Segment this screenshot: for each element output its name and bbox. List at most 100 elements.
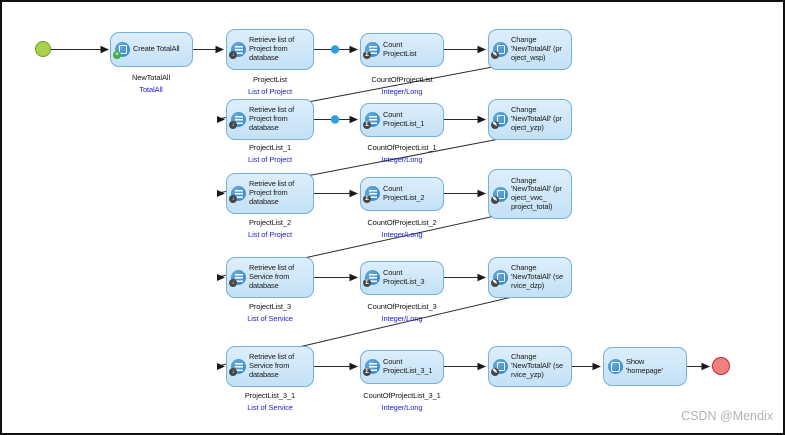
variable-name-label: ProjectList_3 bbox=[248, 302, 292, 311]
variable-type-label: Integer/Long bbox=[381, 403, 423, 412]
activity-title: Change 'NewTotalAll' (pr oject_vwc_ proj… bbox=[511, 175, 562, 211]
change-variable-icon: ✎ bbox=[491, 270, 508, 287]
pencil-badge-icon: ✎ bbox=[491, 121, 499, 129]
change-variable-icon: ✎ bbox=[491, 42, 508, 59]
sum-badge-icon: Σ bbox=[363, 121, 371, 129]
sum-badge-icon: Σ bbox=[363, 368, 371, 376]
activity-change-newtotalall[interactable]: ✎ Change 'NewTotalAll' (pr oject_wsp) bbox=[488, 29, 572, 70]
change-variable-icon: ✎ bbox=[491, 112, 508, 129]
variable-name-label: CountOfProjectList_3_1 bbox=[363, 391, 441, 400]
breakpoint-dot bbox=[330, 45, 340, 54]
start-event[interactable] bbox=[35, 41, 51, 57]
list-glyph bbox=[368, 45, 377, 54]
activity-title: Count ProjectList_3_1 bbox=[383, 356, 433, 375]
show-page-icon bbox=[608, 359, 623, 374]
variable-name-label: CountOfProjectList_2 bbox=[367, 218, 437, 227]
variable-name-label: CountOfProjectList bbox=[371, 75, 433, 84]
breakpoint-dot bbox=[330, 115, 340, 124]
activity-retrieve-projectlist[interactable]: ↓ Retrieve list of Project from database bbox=[226, 173, 314, 214]
activity-count-projectlist[interactable]: Σ Count ProjectList_3_1 bbox=[360, 349, 444, 384]
activity-title: Retrieve list of Service from database bbox=[249, 263, 295, 290]
activity-title: Change 'NewTotalAll' (se rvice_yzp) bbox=[511, 352, 563, 379]
list-glyph bbox=[234, 45, 243, 54]
sum-badge-icon: Σ bbox=[363, 279, 371, 287]
aggregate-list-icon: Σ bbox=[363, 270, 380, 287]
activity-change-newtotalall[interactable]: ✎ Change 'NewTotalAll' (se rvice_dzp) bbox=[488, 257, 572, 298]
activity-title: Count ProjectList_2 bbox=[383, 183, 425, 202]
retrieve-icon: ↓ bbox=[229, 112, 246, 129]
activity-count-projectlist[interactable]: Σ Count ProjectList_2 bbox=[360, 176, 444, 211]
variable-type-label: List of Service bbox=[247, 403, 293, 412]
list-glyph bbox=[234, 273, 243, 282]
activity-title: Retrieve list of Service from database bbox=[249, 352, 295, 379]
activity-title: Count ProjectList_1 bbox=[383, 109, 425, 128]
activity-count-projectlist[interactable]: Σ Count ProjectList bbox=[360, 32, 444, 67]
arrowhead bbox=[217, 274, 225, 281]
activity-show-homepage[interactable]: Show 'homepage' bbox=[603, 347, 687, 386]
variable-type-label: List of Service bbox=[247, 314, 293, 323]
retrieve-icon: ↓ bbox=[229, 186, 246, 203]
activity-title: Count ProjectList bbox=[383, 39, 417, 58]
download-badge-icon: ↓ bbox=[229, 368, 237, 376]
variable-type-label: Integer/Long bbox=[381, 314, 423, 323]
sum-badge-icon: Σ bbox=[363, 51, 371, 59]
variable-name-label: ProjectList_2 bbox=[248, 218, 292, 227]
watermark-text: CSDN @Mendix bbox=[681, 409, 773, 423]
activity-retrieve-projectlist[interactable]: ↓ Retrieve list of Project from database bbox=[226, 99, 314, 140]
arrowhead bbox=[217, 363, 225, 370]
download-badge-icon: ↓ bbox=[229, 51, 237, 59]
activity-retrieve-projectlist[interactable]: ↓ Retrieve list of Project from database bbox=[226, 29, 314, 70]
create-object-icon: + bbox=[113, 42, 130, 59]
list-glyph bbox=[234, 115, 243, 124]
aggregate-list-icon: Σ bbox=[363, 42, 380, 59]
activity-change-newtotalall[interactable]: ✎ Change 'NewTotalAll' (se rvice_yzp) bbox=[488, 346, 572, 387]
activity-retrieve-servicelist[interactable]: ↓ Retrieve list of Service from database bbox=[226, 257, 314, 298]
list-glyph bbox=[234, 362, 243, 371]
arrowhead bbox=[217, 190, 225, 197]
activity-retrieve-servicelist[interactable]: ↓ Retrieve list of Service from database bbox=[226, 346, 314, 387]
variable-type-label: Integer/Long bbox=[381, 87, 423, 96]
activity-title: Retrieve list of Project from database bbox=[249, 179, 295, 206]
activity-count-projectlist[interactable]: Σ Count ProjectList_1 bbox=[360, 102, 444, 137]
download-badge-icon: ↓ bbox=[229, 195, 237, 203]
activity-change-newtotalall[interactable]: ✎ Change 'NewTotalAll' (pr oject_vwc_ pr… bbox=[488, 169, 572, 219]
activity-title: Retrieve list of Project from database bbox=[249, 105, 295, 132]
list-glyph bbox=[368, 189, 377, 198]
change-variable-icon: ✎ bbox=[491, 359, 508, 376]
variable-type-label: List of Project bbox=[248, 155, 292, 164]
page-glyph bbox=[611, 361, 620, 372]
arrowhead bbox=[217, 116, 225, 123]
variable-name-label: ProjectList_3_1 bbox=[244, 391, 296, 400]
object-glyph bbox=[496, 115, 505, 124]
list-glyph bbox=[234, 189, 243, 198]
activity-title: Change 'NewTotalAll' (pr oject_yzp) bbox=[511, 105, 562, 132]
activity-title: Count ProjectList_3 bbox=[383, 267, 425, 286]
variable-type-label: List of Project bbox=[248, 87, 292, 96]
list-glyph bbox=[368, 273, 377, 282]
plus-badge-icon: + bbox=[113, 51, 121, 59]
object-glyph bbox=[496, 362, 505, 371]
sum-badge-icon: Σ bbox=[363, 195, 371, 203]
retrieve-icon: ↓ bbox=[229, 359, 246, 376]
variable-type-label: Integer/Long bbox=[381, 230, 423, 239]
variable-name-label: ProjectList_1 bbox=[248, 143, 292, 152]
activity-count-projectlist[interactable]: Σ Count ProjectList_3 bbox=[360, 260, 444, 295]
download-badge-icon: ↓ bbox=[229, 279, 237, 287]
activity-title: Change 'NewTotalAll' (se rvice_dzp) bbox=[511, 263, 563, 290]
variable-name-label: NewTotalAll bbox=[131, 73, 171, 82]
download-badge-icon: ↓ bbox=[229, 121, 237, 129]
variable-name-label: CountOfProjectList_1 bbox=[367, 143, 437, 152]
activity-create-totalall[interactable]: + Create TotalAll bbox=[110, 32, 193, 67]
object-glyph bbox=[496, 189, 505, 199]
variable-name-label: CountOfProjectList_3 bbox=[367, 302, 437, 311]
pencil-badge-icon: ✎ bbox=[491, 195, 499, 204]
variable-type-label: TotalAll bbox=[139, 85, 163, 94]
list-glyph bbox=[368, 362, 377, 371]
activity-change-newtotalall[interactable]: ✎ Change 'NewTotalAll' (pr oject_yzp) bbox=[488, 99, 572, 140]
object-glyph bbox=[496, 45, 505, 54]
end-event[interactable] bbox=[712, 357, 730, 375]
pencil-badge-icon: ✎ bbox=[491, 368, 499, 376]
activity-title: Create TotalAll bbox=[133, 44, 180, 54]
pencil-badge-icon: ✎ bbox=[491, 51, 499, 59]
